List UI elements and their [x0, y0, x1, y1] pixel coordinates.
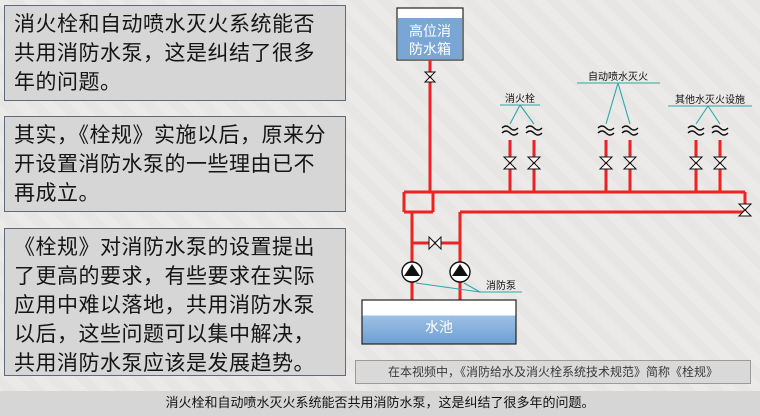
valve-icon — [502, 156, 518, 170]
text-box-question: 消火栓和自动喷水灭火系统能否共用消防水泵，这是纠结了很多年的问题。 — [4, 5, 346, 101]
hydrant-label: 消火栓 — [505, 92, 535, 105]
video-subtitle: 消火栓和自动喷水灭火系统能否共用消防水泵，这是纠结了很多年的问题。 — [0, 391, 760, 416]
valve-icon — [598, 156, 614, 170]
valve-icon — [622, 156, 638, 170]
water-pool: 水池 — [361, 299, 517, 345]
paragraph-trend: 《栓规》对消防水泵的设置提出了更高的要求，有些要求在实际应用中难以落地，共用消防… — [14, 235, 315, 375]
sprinkler-label: 自动喷水灭火 — [588, 70, 648, 83]
paragraph-reasons: 其实，《栓规》实施以后，原来分开设置消防水泵的一些理由已不再成立。 — [14, 123, 326, 205]
pump-label: 消防泵 — [486, 279, 516, 292]
outlet-symbols — [501, 125, 729, 136]
tank-label-line2: 防水箱 — [409, 42, 451, 58]
pump-arrow — [404, 264, 420, 276]
valve-icon — [688, 156, 704, 170]
text-box-trend: 《栓规》对消防水泵的设置提出了更高的要求，有些要求在实际应用中难以落地，共用消防… — [4, 228, 346, 376]
valve-icon — [737, 203, 753, 217]
fire-pumps — [401, 261, 471, 283]
leader-lines — [415, 82, 752, 293]
pool-label: 水池 — [425, 320, 453, 336]
paragraph-question: 消火栓和自动喷水灭火系统能否共用消防水泵，这是纠结了很多年的问题。 — [14, 12, 315, 94]
tank-water — [398, 18, 462, 59]
valve-icon — [712, 156, 728, 170]
text-box-reasons: 其实，《栓规》实施以后，原来分开设置消防水泵的一些理由已不再成立。 — [4, 116, 346, 212]
other-facilities-label: 其他水灭火设施 — [675, 93, 745, 106]
valve-icon — [428, 235, 442, 251]
tank-label-line1: 高位消 — [409, 23, 451, 40]
pump-arrow — [452, 264, 468, 276]
abbreviation-note: 在本视频中，《消防给水及消火栓系统技术规范》简称《栓规》 — [355, 360, 751, 384]
elevated-tank: 高位消 防水箱 — [396, 7, 464, 61]
valves — [423, 71, 753, 251]
check-valve-icon — [423, 71, 437, 83]
valve-icon — [526, 156, 542, 170]
